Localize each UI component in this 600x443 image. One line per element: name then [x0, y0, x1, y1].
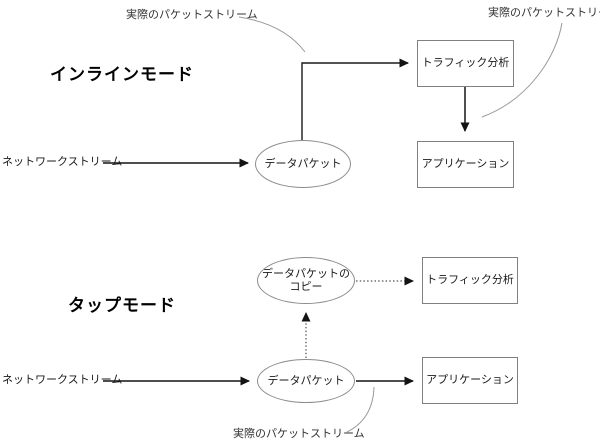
inline-data-packet-ellipse: データパケット — [255, 140, 351, 188]
inline-application-box: アプリケーション — [417, 141, 514, 188]
tap-annotation-curve — [346, 386, 375, 433]
tap-data-packet-ellipse: データパケット — [257, 359, 355, 403]
tap-application-label: アプリケーション — [426, 374, 514, 386]
inline-traffic-analysis-box: トラフィック分析 — [417, 40, 514, 87]
inline-traffic-analysis-label: トラフィック分析 — [421, 57, 510, 69]
inline-elbow-arrow — [301, 58, 409, 140]
inline-annotation-right: 実際のパケットストリーム — [488, 7, 600, 19]
inline-annotation-left-curve — [238, 16, 306, 53]
tap-data-packet-copy-label-line2: コピー — [289, 280, 323, 293]
tap-traffic-analysis-label: トラフィック分析 — [426, 274, 514, 286]
inline-annotation-right-curve — [481, 22, 563, 118]
inline-annotation-left: 実際のパケットストリーム — [126, 9, 258, 21]
tap-mode-title: タップモード — [68, 296, 176, 315]
inline-application-label: アプリケーション — [421, 158, 510, 170]
tap-data-packet-copy-ellipse: データパケットの コピー — [257, 257, 355, 304]
tap-network-stream-label: ネットワークストリーム — [2, 374, 123, 386]
tap-application-box: アプリケーション — [422, 357, 518, 404]
inline-data-packet-label: データパケット — [264, 157, 342, 170]
tap-traffic-analysis-box: トラフィック分析 — [422, 257, 518, 304]
tap-annotation-bottom: 実際のパケットストリーム — [233, 428, 365, 440]
tap-data-packet-copy-label-line1: データパケットの — [262, 267, 350, 280]
inline-network-stream-label: ネットワークストリーム — [2, 156, 123, 168]
inline-mode-title: インラインモード — [50, 65, 194, 84]
tap-data-packet-label: データパケット — [267, 374, 345, 387]
